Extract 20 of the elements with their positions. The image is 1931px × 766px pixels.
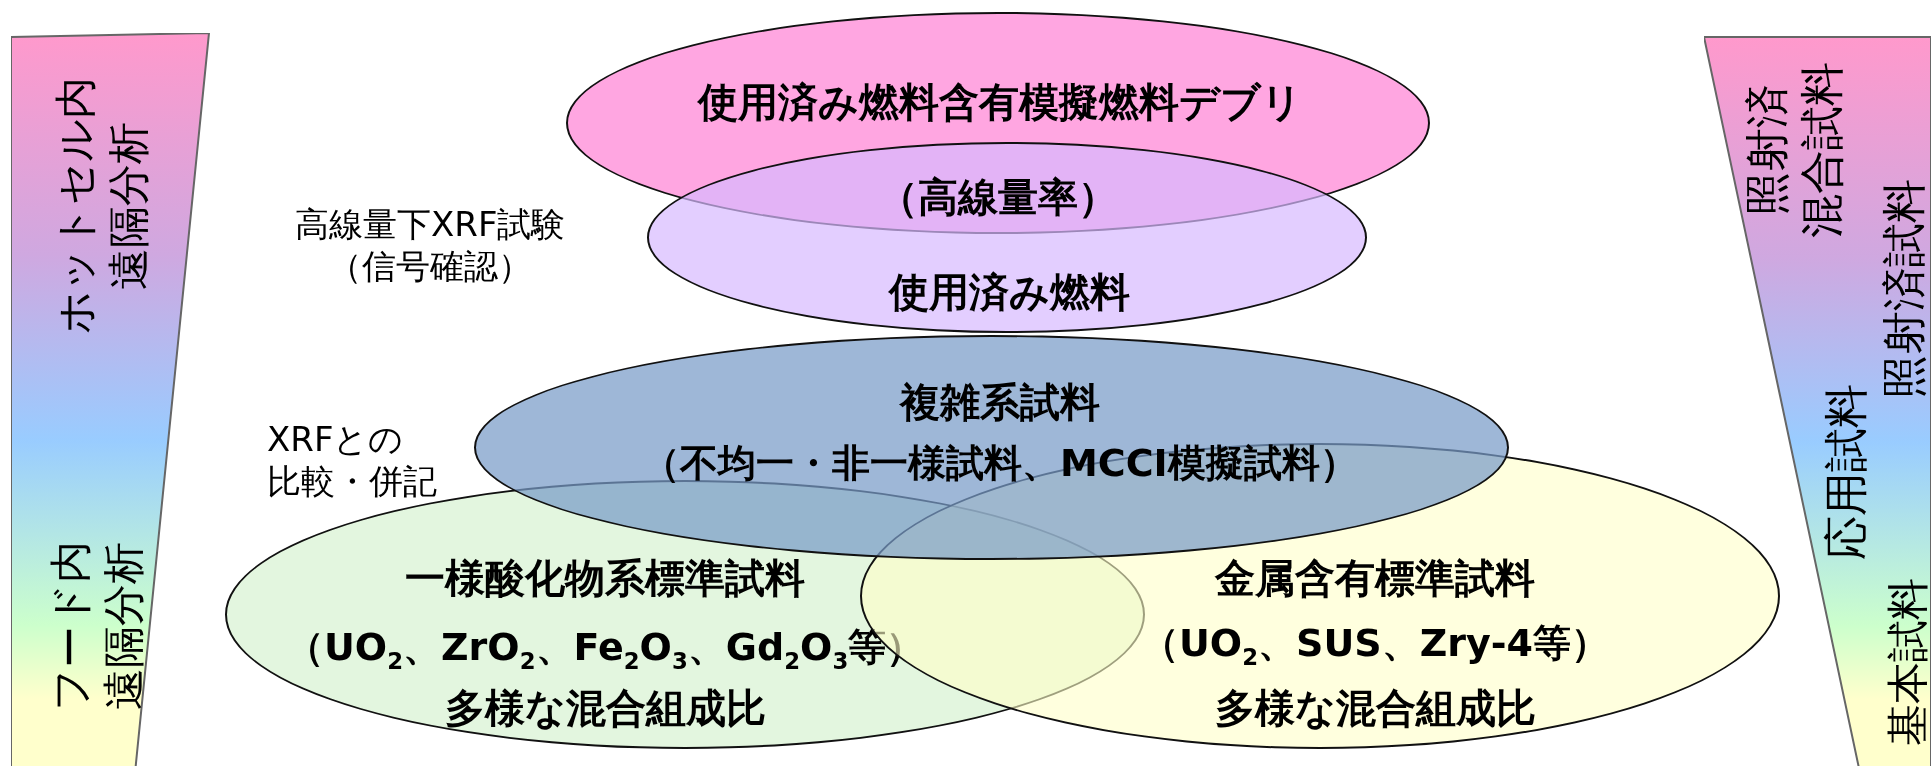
ellipse-title: 使用済み燃料 [888, 268, 1130, 317]
side-bar-label: 基本試料 [1881, 577, 1931, 746]
ellipse-title: 一様酸化物系標準試料 [405, 554, 805, 603]
ellipse-text: 多様な混合組成比 [1214, 684, 1536, 733]
side-bar-label: 応用試料 [1818, 383, 1872, 559]
annotation-text: XRFとの比較・併記 [267, 417, 437, 503]
ellipse-text: （UO$_{2}$、SUS、Zry-4等） [1141, 619, 1609, 671]
ellipse-title: 金属含有標準試料 [1215, 554, 1535, 603]
side-bar-label: 照射済試料 [1876, 178, 1930, 398]
gradient-side-bar [11, 33, 211, 766]
side-bar-label: フード内遠隔分析 [44, 540, 148, 710]
ellipse-text: 多様な混合組成比 [444, 684, 766, 733]
gradient-side-bar [1704, 33, 1931, 766]
annotation-text: 高線量下XRF試験（信号確認） [295, 202, 566, 288]
ellipse-title: 複雑系試料 [900, 378, 1100, 427]
side-bar-label: ホットセル内遠隔分析 [49, 76, 153, 334]
overlap-label: （高線量率） [878, 173, 1118, 222]
ellipse-title: 使用済み燃料含有模擬燃料デブリ [698, 78, 1302, 127]
ellipse-text: （不均一・非一様試料、MCCI模擬試料） [642, 440, 1358, 487]
side-bar-label: 照射済混合試料 [1740, 62, 1848, 238]
